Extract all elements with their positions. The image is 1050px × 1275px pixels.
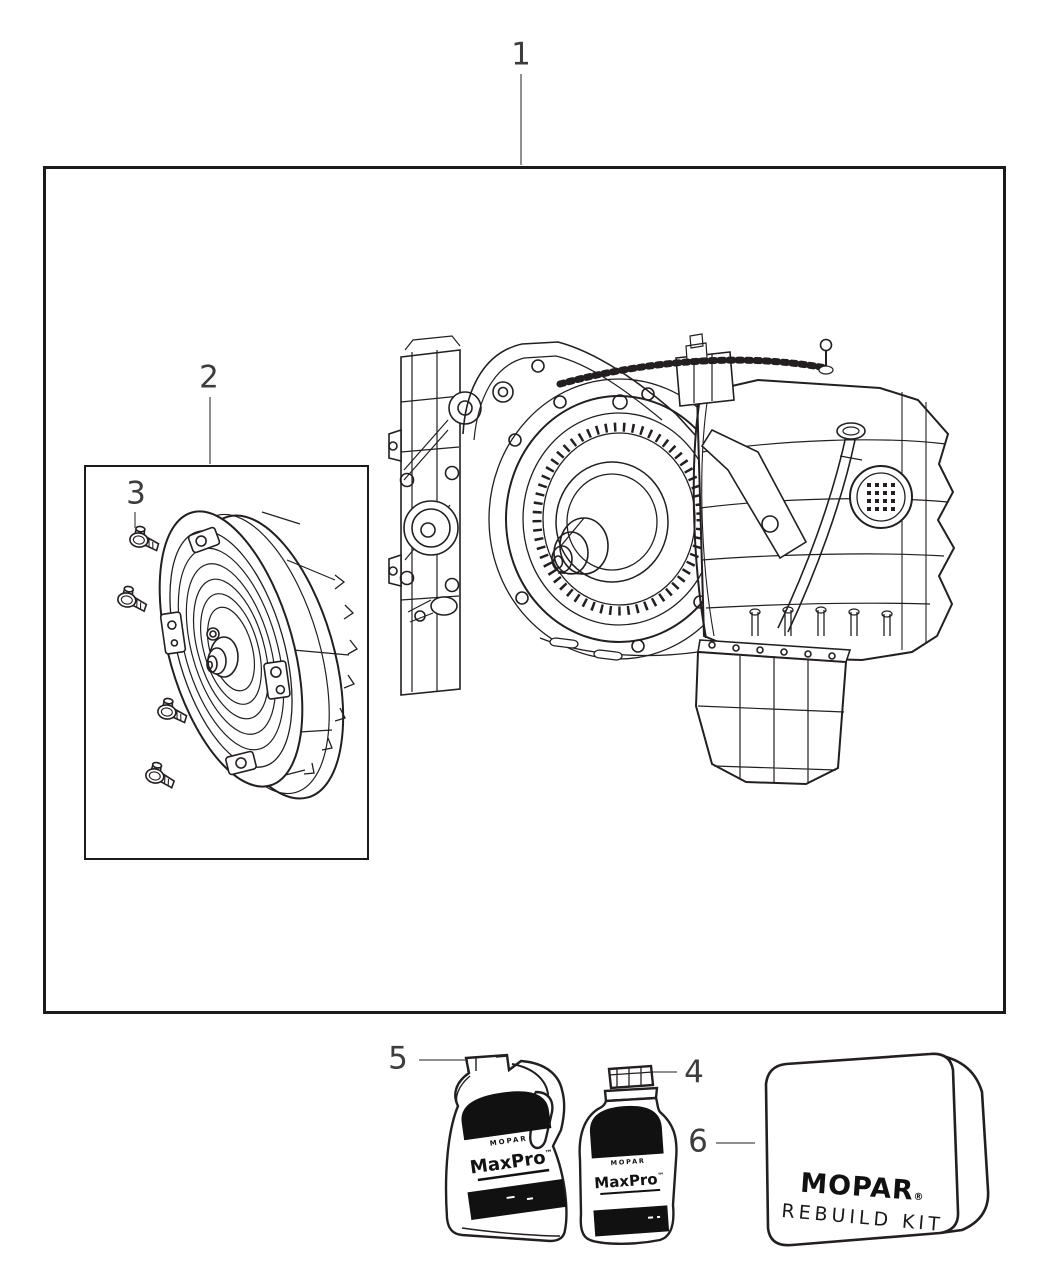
callout-3[interactable]: 3 <box>126 475 146 512</box>
kit-brand-text: MOPAR® <box>799 1168 926 1208</box>
kit-box-front <box>764 1052 960 1247</box>
gallon-jug-drawing: MOPAR MaxPro™ <box>444 1053 894 1275</box>
rebuild-kit-drawing: MOPAR® REBUILD KIT <box>764 1052 990 1247</box>
quart-bottle-drawing: MOPAR MaxPro™ <box>578 1064 952 1275</box>
quart-body <box>578 1096 678 1245</box>
callout-5[interactable]: 5 <box>388 1040 408 1077</box>
quart-brand-text: MOPAR <box>610 1157 646 1167</box>
jug-label: MOPAR MaxPro™ <box>461 1091 894 1275</box>
converter-box-part-2 <box>84 465 369 860</box>
jug-product-name: MaxPro™ <box>469 1146 555 1179</box>
quart-cap <box>607 1064 655 1090</box>
jug-brand-text: MOPAR <box>489 1134 528 1147</box>
mopar-omega-logo <box>641 1161 951 1275</box>
jug-body <box>444 1053 568 1243</box>
callout-4[interactable]: 4 <box>684 1054 704 1091</box>
kit-label-text: REBUILD KIT <box>781 1200 945 1236</box>
quart-product-name: MaxPro™ <box>594 1170 666 1193</box>
callout-6[interactable]: 6 <box>688 1123 708 1160</box>
jug-handle-hole <box>529 1090 554 1150</box>
assembly-box-part-1 <box>43 166 1006 1014</box>
quart-label: MOPAR MaxPro™ <box>589 1105 951 1275</box>
callout-1[interactable]: 1 <box>511 36 531 73</box>
callout-2[interactable]: 2 <box>199 359 219 396</box>
kit-label: MOPAR® REBUILD KIT <box>781 1168 945 1236</box>
